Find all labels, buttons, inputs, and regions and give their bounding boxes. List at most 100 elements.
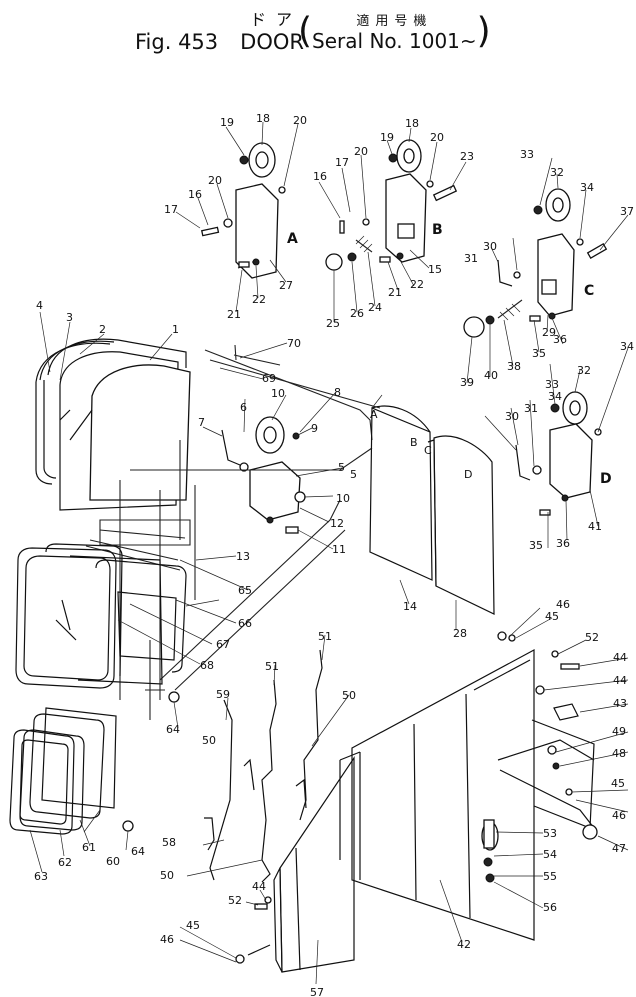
part-label: 5 xyxy=(338,461,345,474)
part-label: 34 xyxy=(620,340,634,353)
part-label: 32 xyxy=(550,166,564,179)
applicable-jp: 適用号機 xyxy=(356,14,433,29)
hinge-assembly-c xyxy=(463,188,608,338)
hinge-assembly-a xyxy=(200,142,286,279)
part-label: 51 xyxy=(265,660,279,673)
serial-number: Seral No. 1001~ xyxy=(312,29,477,53)
part-label: 11 xyxy=(332,543,346,556)
part-label: 47 xyxy=(612,842,626,855)
part-label: 10 xyxy=(336,492,350,505)
part-label: 20 xyxy=(293,114,307,127)
part-label: 50 xyxy=(160,869,174,882)
part-label: 20 xyxy=(208,174,222,187)
part-label: 62 xyxy=(58,856,72,869)
panel-marks: A B C D xyxy=(370,408,472,481)
part-label: 27 xyxy=(279,279,293,292)
part-labels: 1 2 3 4 5 6 7 8 9 10 11 12 13 14 15 16 1… xyxy=(34,117,634,997)
panel-mark-d: D xyxy=(464,468,472,481)
part-label: 34 xyxy=(548,390,562,403)
part-label: 29 xyxy=(542,326,556,339)
part-label: 22 xyxy=(252,293,266,306)
part-label: 54 xyxy=(543,848,557,861)
part-label: 36 xyxy=(556,537,570,550)
part-label: 64 xyxy=(131,845,145,858)
part-label: 22 xyxy=(410,278,424,291)
part-label: 18 xyxy=(256,112,270,125)
lower-window-seals xyxy=(15,543,187,689)
part-label: 66 xyxy=(238,617,252,630)
sub-assembly-marks: A B C D xyxy=(287,222,612,487)
part-label: 18 xyxy=(405,117,419,130)
part-label: 35 xyxy=(532,347,546,360)
part-label: 51 xyxy=(318,630,332,643)
part-label: 16 xyxy=(188,188,202,201)
part-label: 33 xyxy=(545,378,559,391)
part-label: 5 xyxy=(350,468,357,481)
part-label: 46 xyxy=(556,598,570,611)
part-label: 50 xyxy=(342,689,356,702)
figure-number: Fig. 453 xyxy=(135,30,219,54)
part-label: 36 xyxy=(553,333,567,346)
part-label: 50 xyxy=(202,734,216,747)
part-label: 31 xyxy=(524,402,538,415)
part-label: 23 xyxy=(460,150,474,163)
part-label: 1 xyxy=(172,323,179,336)
door-frame xyxy=(35,338,381,720)
part-label: 6 xyxy=(240,401,247,414)
hinge-assembly-b xyxy=(325,139,458,271)
part-label: 24 xyxy=(368,301,382,314)
part-label: 42 xyxy=(457,938,471,951)
part-label: 2 xyxy=(99,323,106,336)
hinge-assembly-d xyxy=(515,391,602,516)
part-label: 53 xyxy=(543,827,557,840)
part-label: 10 xyxy=(271,387,285,400)
part-label: 19 xyxy=(380,131,394,144)
part-label: 60 xyxy=(106,855,120,868)
part-label: 65 xyxy=(238,584,252,597)
part-label: 20 xyxy=(354,145,368,158)
part-label: 40 xyxy=(484,369,498,382)
part-label: 52 xyxy=(585,631,599,644)
part-label: 32 xyxy=(577,364,591,377)
panel-mark-c: C xyxy=(424,444,432,457)
part-label: 28 xyxy=(453,627,467,640)
part-label: 20 xyxy=(430,131,444,144)
part-label: 15 xyxy=(428,263,442,276)
part-label: 46 xyxy=(160,933,174,946)
part-label: 61 xyxy=(82,841,96,854)
part-label: 52 xyxy=(228,894,242,907)
part-label: 67 xyxy=(216,638,230,651)
part-label: 48 xyxy=(612,747,626,760)
part-label: 57 xyxy=(310,986,324,997)
part-label: 17 xyxy=(164,203,178,216)
part-label: 31 xyxy=(464,252,478,265)
part-label: 44 xyxy=(613,651,627,664)
part-label: 17 xyxy=(335,156,349,169)
part-label: 21 xyxy=(227,308,241,321)
part-label: 43 xyxy=(613,697,627,710)
part-label: 58 xyxy=(162,836,176,849)
part-label: 8 xyxy=(334,386,341,399)
mark-a: A xyxy=(287,231,298,247)
part-label: 37 xyxy=(620,205,634,218)
part-label: 26 xyxy=(350,307,364,320)
part-label: 49 xyxy=(612,725,626,738)
left-lower-panel-and-rods xyxy=(204,649,355,973)
repeat-part-labels: 10 19 18 20 20 16 17 22 21 20 32 33 34 3… xyxy=(160,112,634,946)
part-label: 64 xyxy=(166,723,180,736)
part-label: 30 xyxy=(505,410,519,423)
part-label: 19 xyxy=(220,116,234,129)
part-label: 13 xyxy=(236,550,250,563)
panel-mark-b: B xyxy=(410,436,418,449)
part-label: 14 xyxy=(403,600,417,613)
leader-lines xyxy=(29,121,629,985)
part-label: 25 xyxy=(326,317,340,330)
mark-b: B xyxy=(432,222,443,238)
part-label: 44 xyxy=(252,880,266,893)
part-label: 41 xyxy=(588,520,602,533)
part-label: 7 xyxy=(198,416,205,429)
part-label: 30 xyxy=(483,240,497,253)
mark-c: C xyxy=(584,283,594,299)
